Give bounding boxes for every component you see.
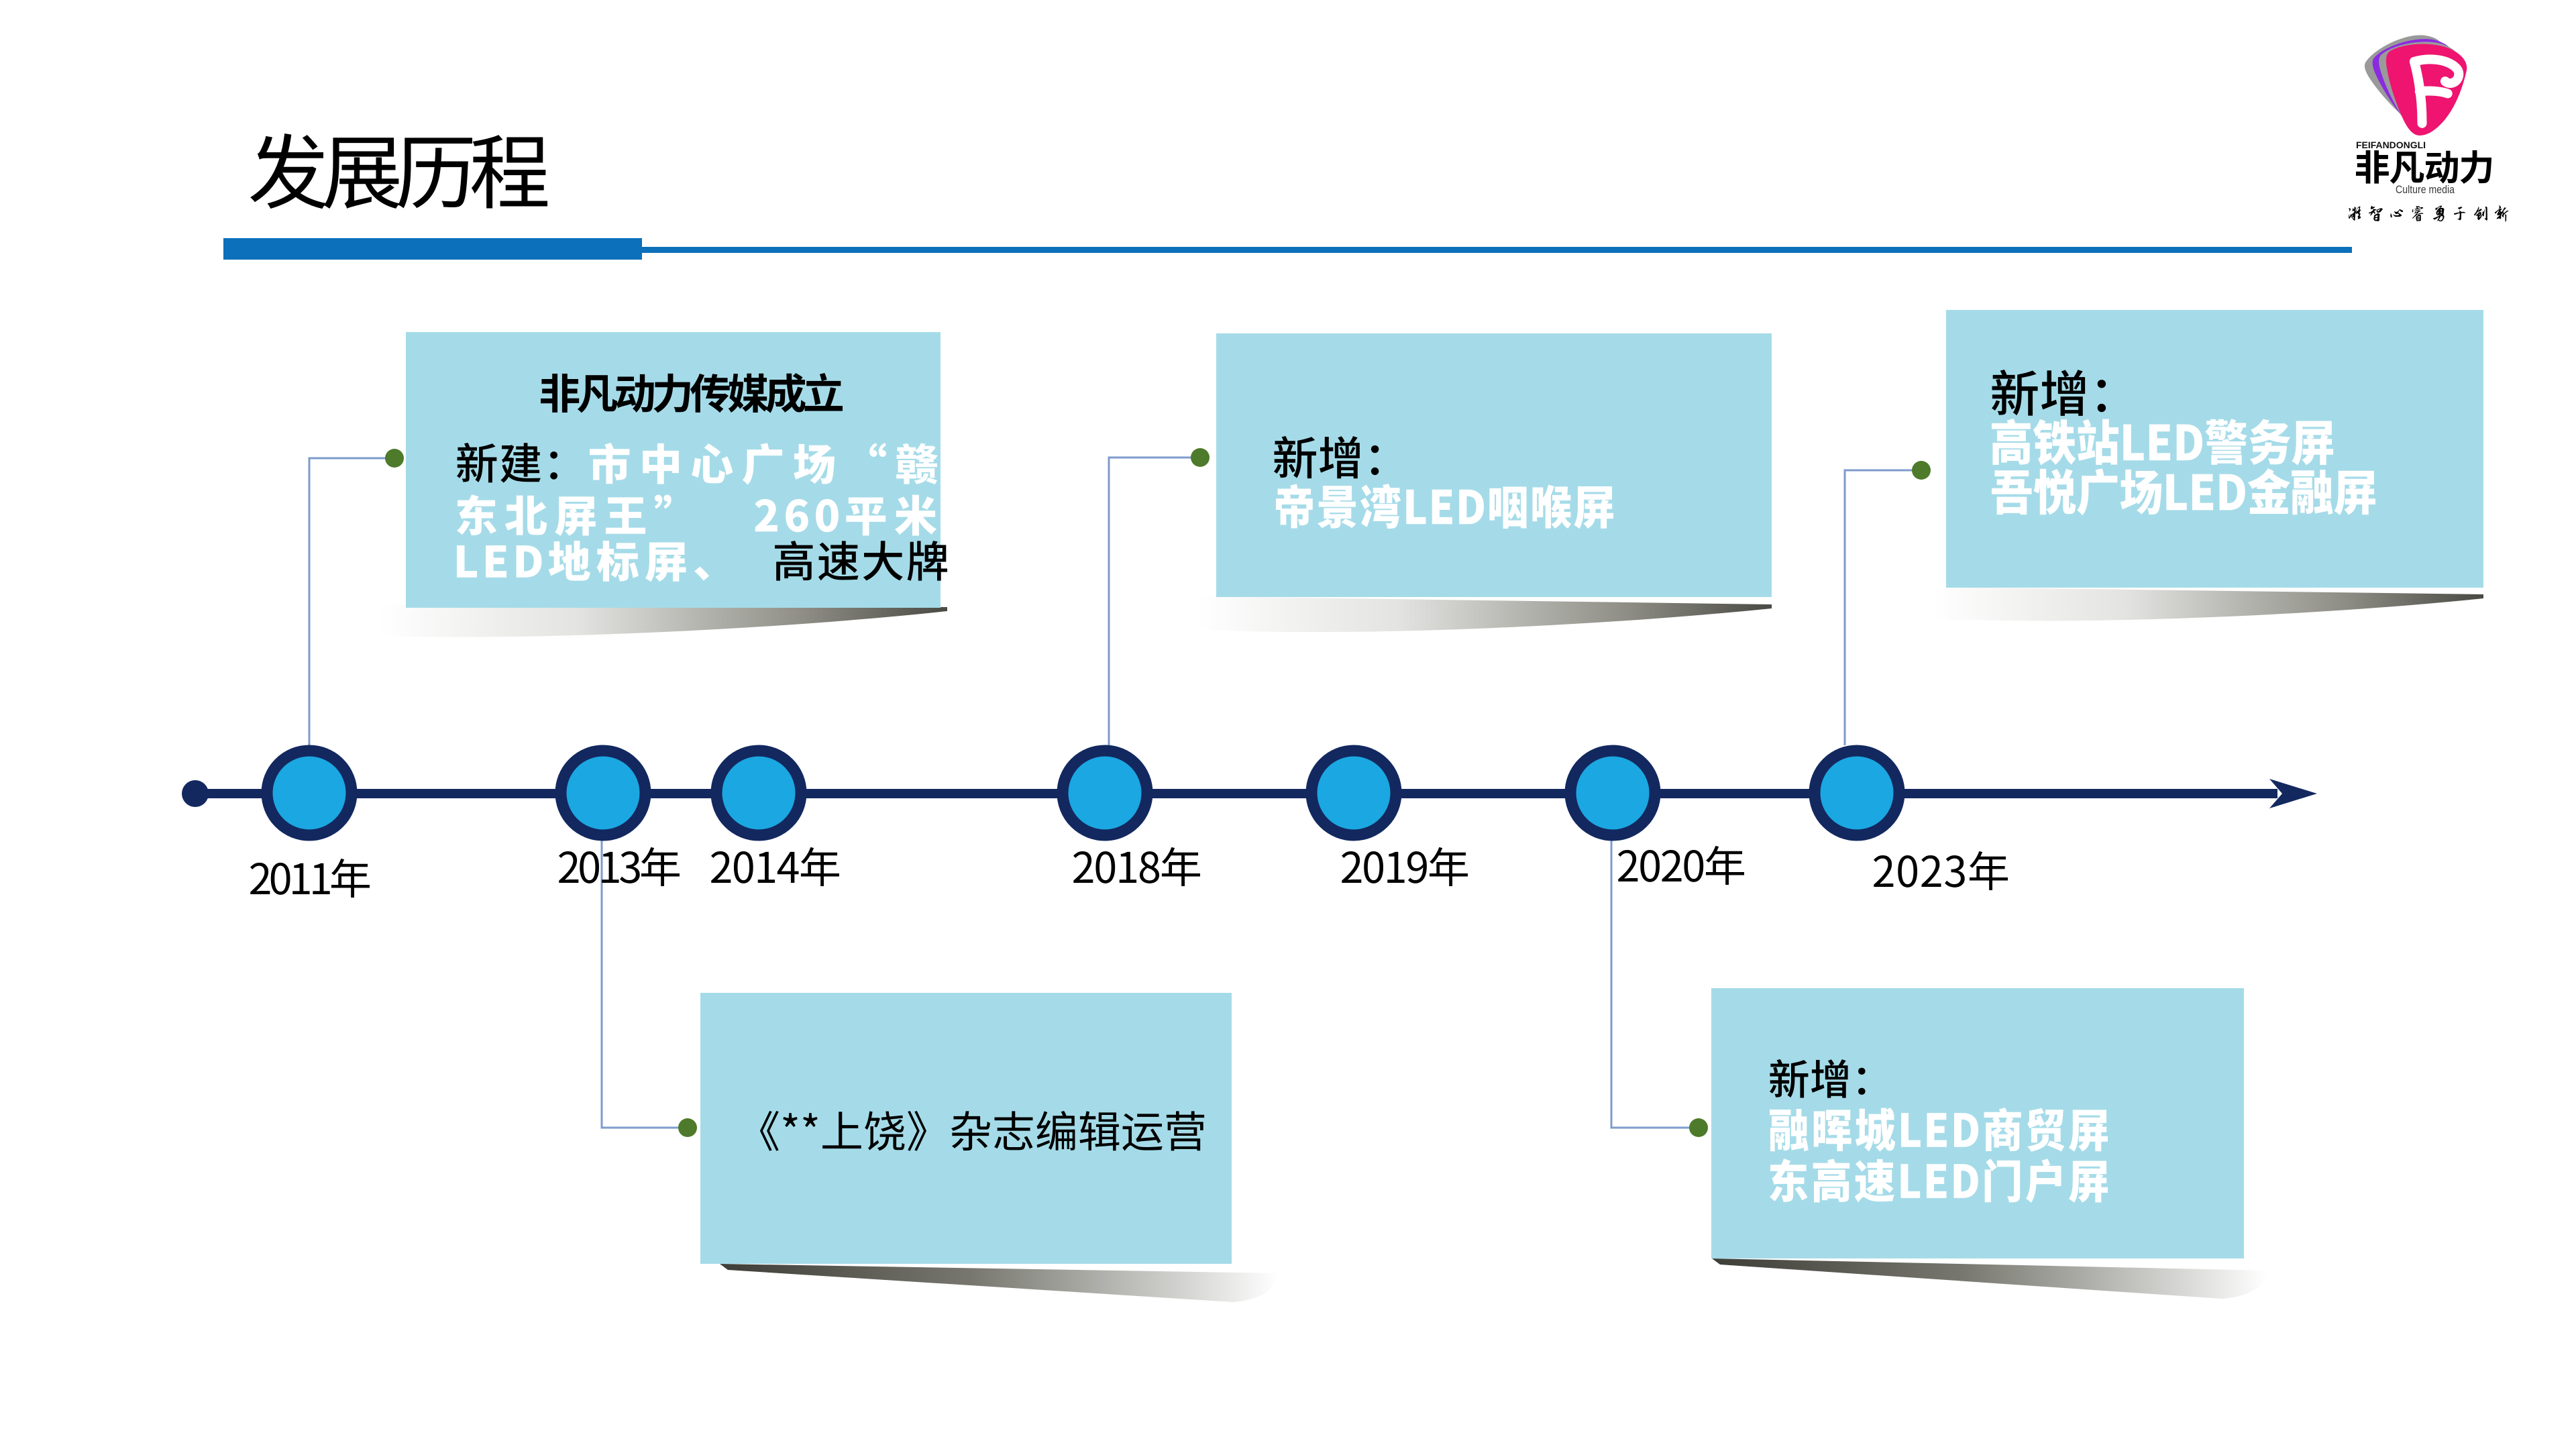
svg-text:Culture media: Culture media xyxy=(2396,184,2455,196)
svg-text:FEIFANDONGLI: FEIFANDONGLI xyxy=(2356,140,2426,150)
